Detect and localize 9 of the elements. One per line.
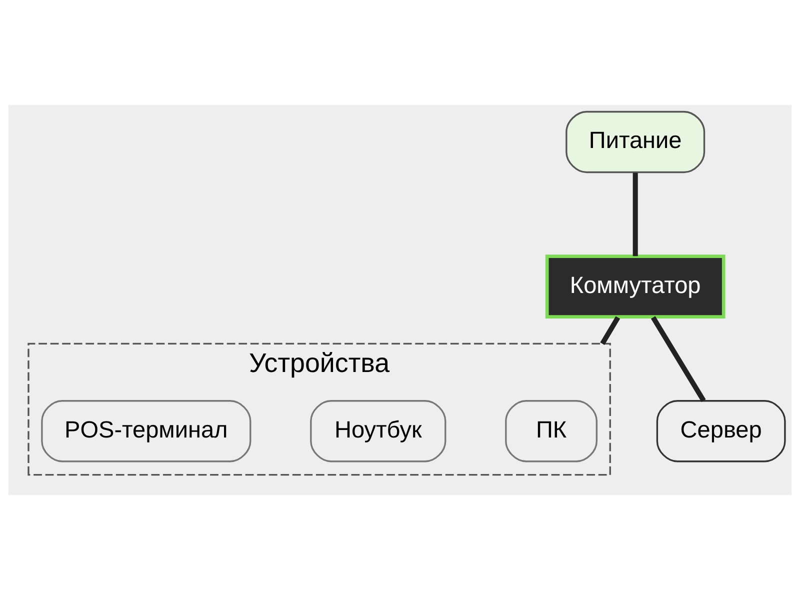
connector: [600, 316, 620, 345]
connector: [632, 172, 638, 256]
node-box: Коммутатор: [545, 254, 726, 318]
node-box: Ноутбук: [310, 400, 446, 462]
node-box: Сервер: [656, 400, 786, 462]
connector: [650, 316, 706, 402]
node-box: Питание: [566, 110, 706, 174]
node-box: ПК: [505, 400, 598, 462]
node-box: POS-терминал: [41, 400, 252, 462]
